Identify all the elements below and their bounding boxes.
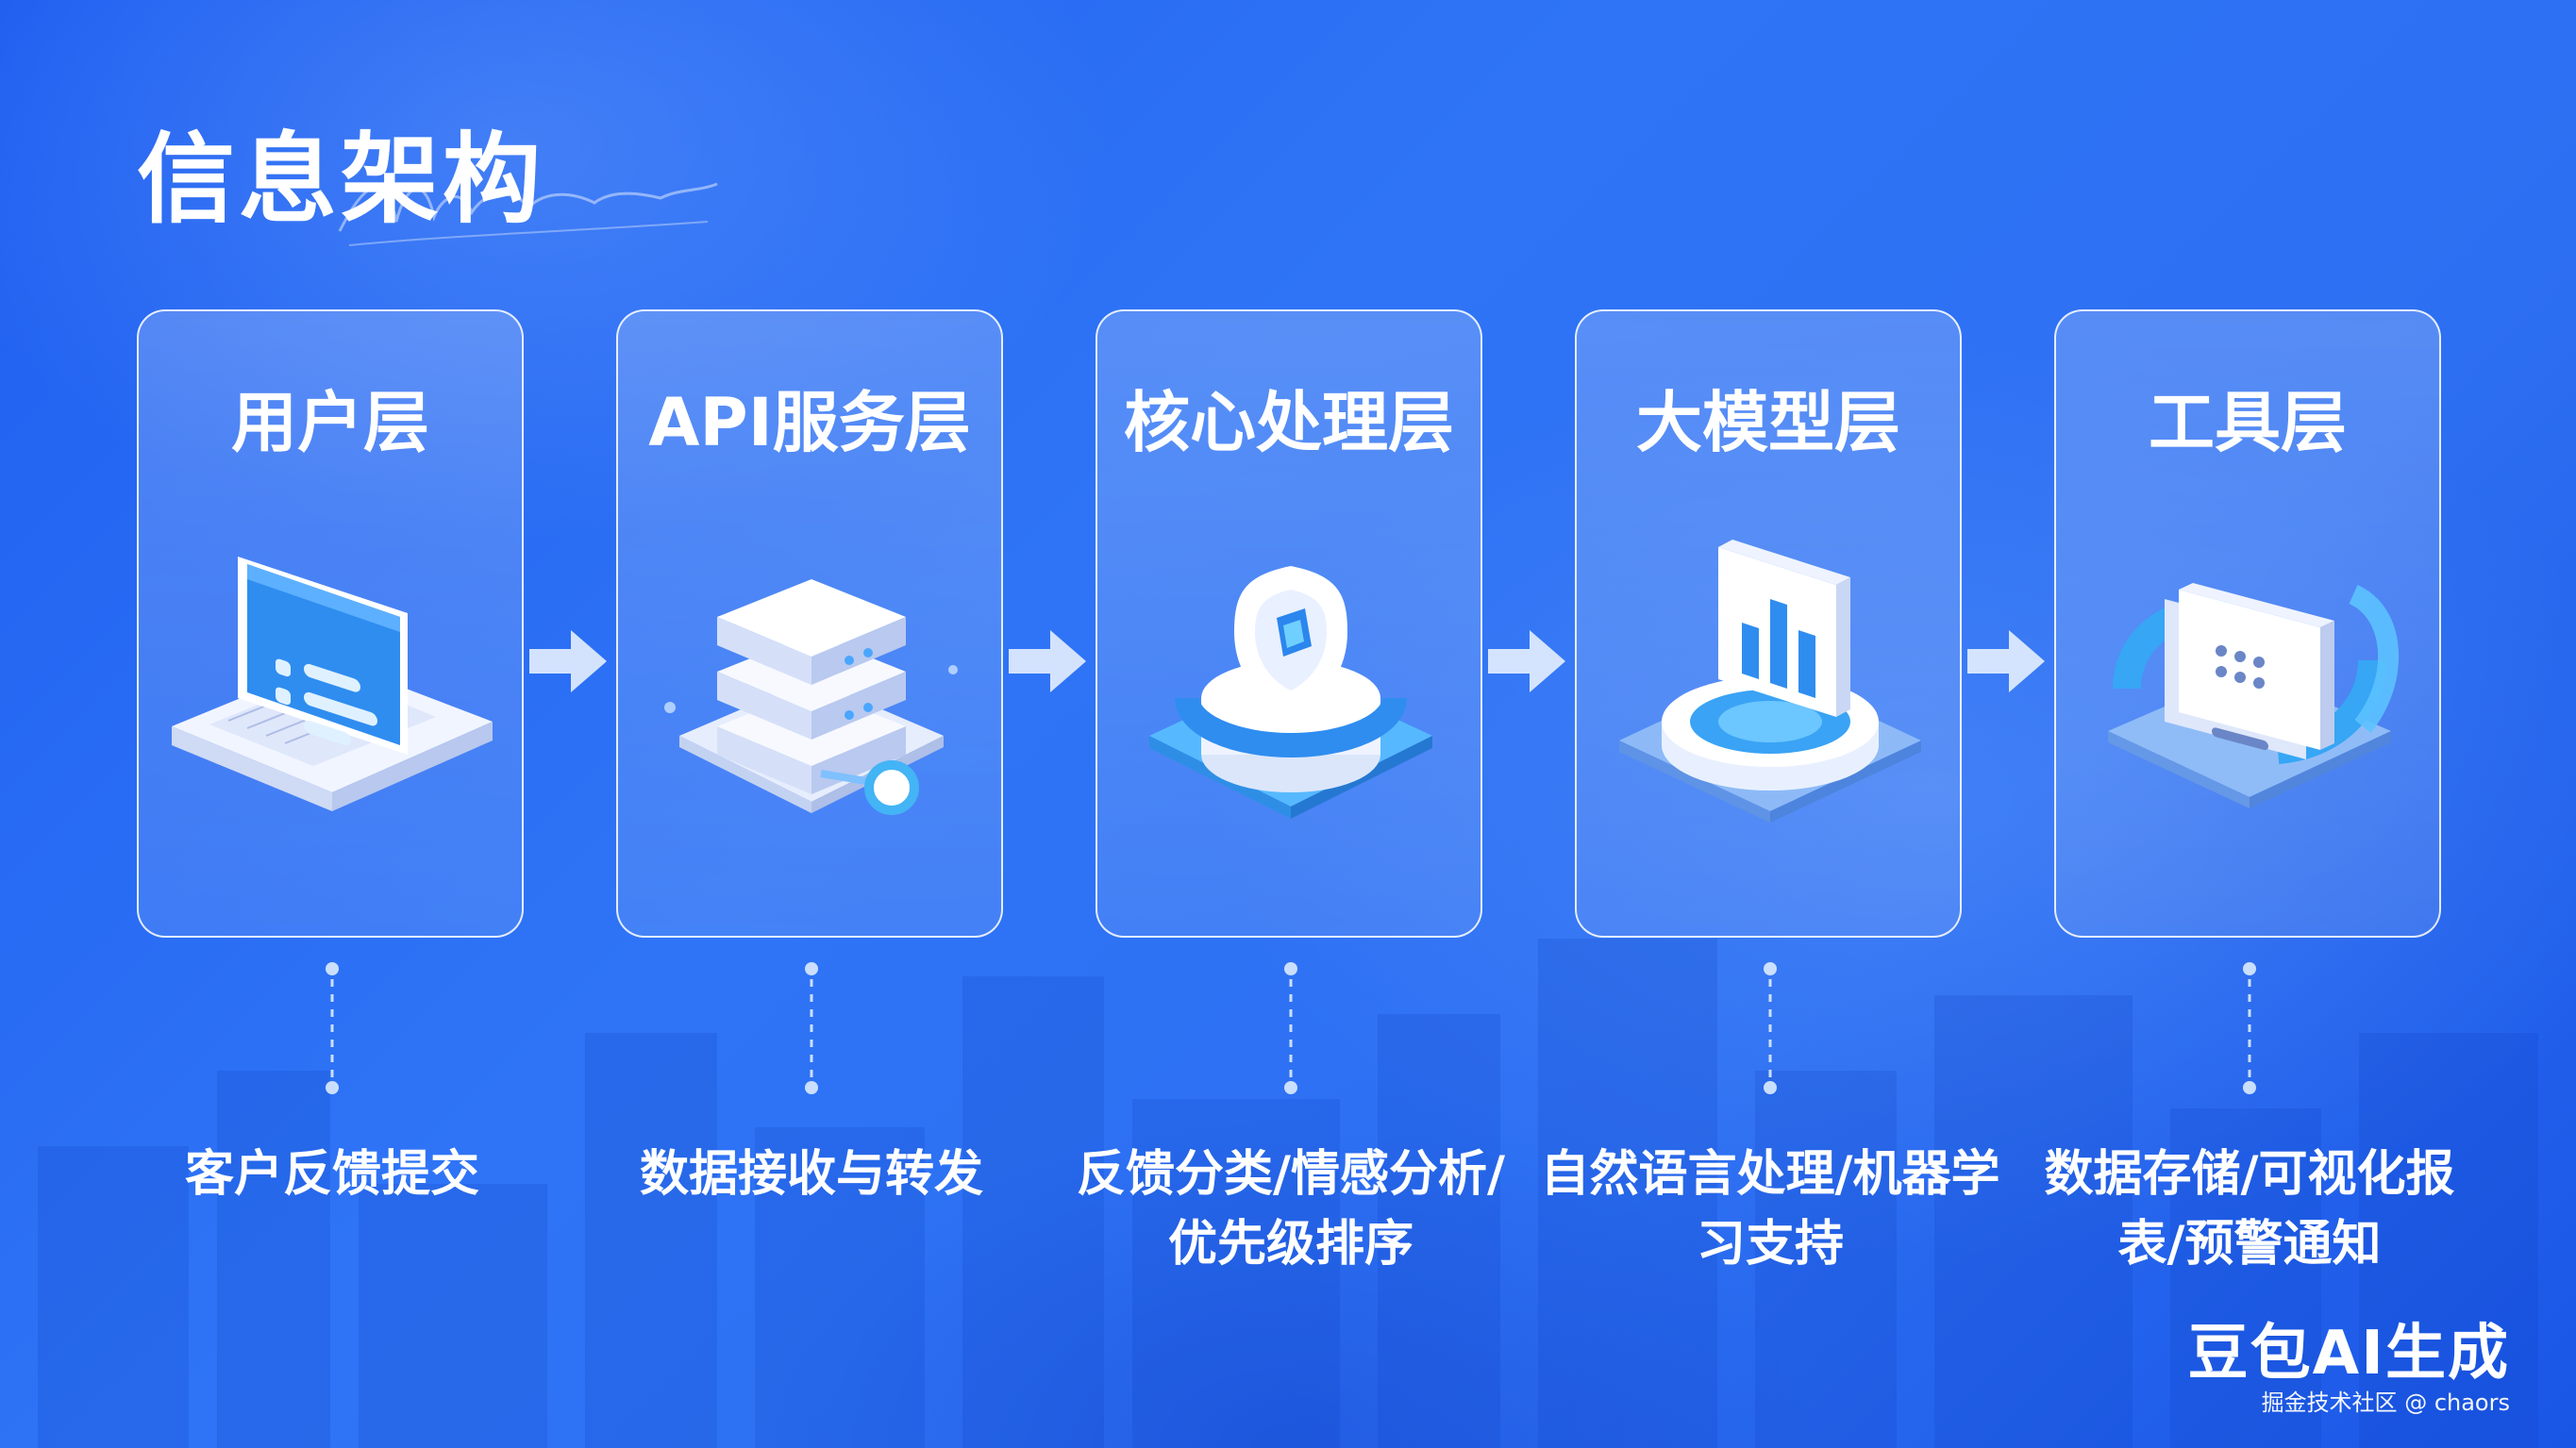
layer-title: 工具层	[2149, 384, 2347, 461]
layer-card: API服务层	[616, 309, 1003, 938]
dotted-connector	[2243, 962, 2256, 1094]
dotted-connector	[1284, 962, 1297, 1094]
layer-core: 核心处理层 反馈分类/情感分析/优先级排序	[1077, 309, 1505, 1309]
layer-card: 工具层	[2054, 309, 2441, 938]
layer-llm: 大模型层 自然语言处理/机器学习支持	[1541, 309, 2000, 1309]
server-icon	[664, 579, 958, 815]
page-title: 信息架构	[137, 122, 545, 237]
layer-title: 核心处理层	[1124, 384, 1454, 461]
layer-user: 用户层	[137, 309, 527, 1309]
layer-description: 反馈分类/情感分析/优先级排序	[1077, 1146, 1505, 1273]
layer-description: 自然语言处理/机器学习支持	[1540, 1146, 2000, 1273]
arrow-right-icon	[529, 630, 607, 692]
architecture-layers: 用户层	[137, 309, 2455, 1309]
layer-card: 大模型层	[1575, 309, 1962, 938]
layer-title: API服务层	[648, 384, 971, 461]
dotted-connector	[1764, 962, 1777, 1094]
layer-description: 数据存储/可视化报表/预警通知	[2044, 1146, 2455, 1273]
laptop-icon	[172, 557, 493, 811]
arrow-right-icon	[1488, 630, 1565, 692]
shield-core-icon	[1149, 566, 1432, 819]
chart-platform-icon	[1619, 540, 1921, 823]
layer-api: API服务层	[616, 309, 1007, 1309]
arrow-right-icon	[1967, 630, 2045, 692]
layer-card: 用户层	[137, 309, 524, 938]
brand-watermark: 豆包AI生成 掘金技术社区 @ chaors	[2188, 1321, 2510, 1417]
layer-title: 用户层	[231, 384, 429, 461]
layer-title: 大模型层	[1636, 384, 1900, 461]
brand-sub: 掘金技术社区 @ chaors	[2261, 1390, 2510, 1416]
brand-main: 豆包AI生成	[2187, 1319, 2510, 1389]
arrow-right-icon	[1009, 630, 1086, 692]
signature-watermark	[338, 182, 718, 246]
layer-description: 客户反馈提交	[184, 1146, 479, 1203]
dotted-connector	[326, 962, 339, 1094]
dotted-connector	[805, 962, 818, 1094]
layer-card: 核心处理层	[1096, 309, 1482, 938]
layer-description: 数据接收与转发	[639, 1146, 983, 1203]
layer-tools: 工具层	[2045, 309, 2455, 1309]
toolbox-icon	[2108, 583, 2400, 808]
